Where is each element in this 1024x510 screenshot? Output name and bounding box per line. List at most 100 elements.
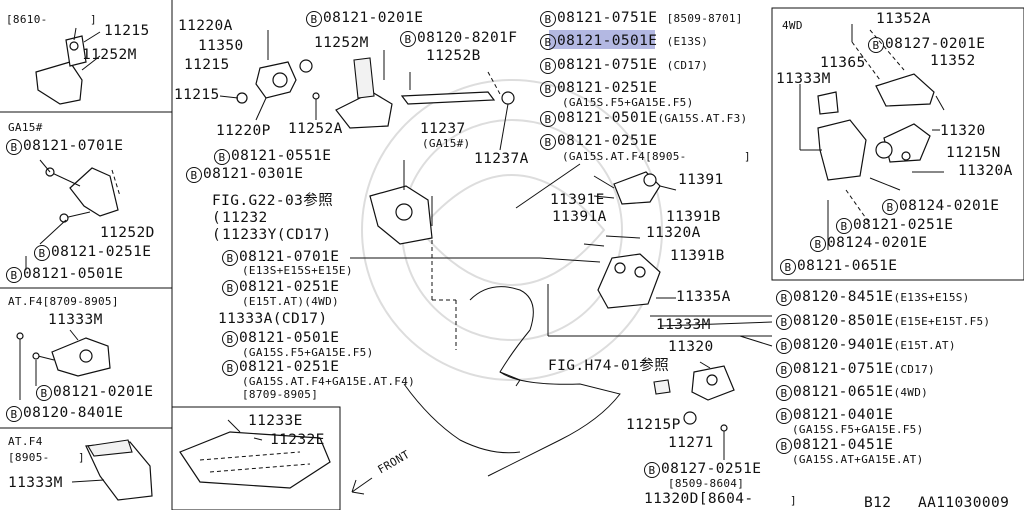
part-11252a[interactable]: 11252A bbox=[288, 121, 343, 137]
part-11320-main[interactable]: 11320 bbox=[668, 339, 714, 355]
bolt-b-icon: B bbox=[306, 11, 322, 27]
bolt-b-icon: B bbox=[882, 199, 898, 215]
part-11391b-b[interactable]: 11391B bbox=[670, 248, 725, 264]
part-11233y[interactable]: 11233Y(CD17) bbox=[222, 227, 332, 243]
bolt-08127-0251e-period: [8509-8604] bbox=[668, 477, 745, 490]
part-11335a[interactable]: 11335A bbox=[676, 289, 731, 305]
note-6-cond: (GA15S.AT+GA15E.AT) bbox=[792, 453, 924, 466]
part-11271[interactable]: 11271 bbox=[668, 435, 714, 451]
p4wd-title: 4WD bbox=[782, 19, 803, 32]
part-11252b[interactable]: 11252B bbox=[426, 48, 481, 64]
p4wd-part-11215n[interactable]: 11215N bbox=[946, 145, 1001, 161]
bolt-b-icon: B bbox=[222, 280, 238, 296]
bolt-b-icon: B bbox=[540, 111, 556, 127]
main-right-parts bbox=[350, 163, 772, 337]
part-11333a[interactable]: 11333A(CD17) bbox=[218, 311, 328, 327]
p5-part-11232e[interactable]: 11232E bbox=[270, 432, 325, 448]
front-arrow bbox=[351, 477, 373, 495]
part-11391b-a[interactable]: 11391B bbox=[666, 209, 721, 225]
p4wd-part-11320[interactable]: 11320 bbox=[940, 123, 986, 139]
bolt-b-icon: B bbox=[776, 362, 792, 378]
part-11220a[interactable]: 11220A bbox=[178, 18, 233, 34]
fig-ref-g22-03[interactable]: FIG.G22-03参照 bbox=[212, 193, 334, 209]
part-11215-b[interactable]: 11215 bbox=[174, 87, 220, 103]
part-11232[interactable]: 11232 bbox=[222, 210, 268, 226]
bolt-b-icon: B bbox=[810, 236, 826, 252]
p4wd-part-11352a[interactable]: 11352A bbox=[876, 11, 931, 27]
part-11333m-main[interactable]: 11333M bbox=[656, 317, 711, 333]
bolt-b-icon: B bbox=[644, 462, 660, 478]
p1-bracket-part bbox=[35, 27, 101, 105]
p1-part-11215[interactable]: 11215 bbox=[104, 23, 150, 39]
part-11237a[interactable]: 11237A bbox=[474, 151, 529, 167]
bolt-b-icon: B bbox=[780, 259, 796, 275]
transmission-outline bbox=[403, 286, 621, 477]
bolt-08121-0251e-b-period: [8709-8905] bbox=[242, 388, 319, 401]
p1-period-close: ] bbox=[90, 13, 97, 26]
p2-part-11252d[interactable]: 11252D bbox=[100, 225, 155, 241]
bolt-b-icon: B bbox=[776, 438, 792, 454]
watermark bbox=[361, 79, 663, 381]
p4wd-part-11365[interactable]: 11365 bbox=[820, 55, 866, 71]
part-11220p[interactable]: 11220P bbox=[216, 123, 271, 139]
p1-part-11252m[interactable]: 11252M bbox=[82, 47, 137, 63]
p4wd-part-11320a[interactable]: 11320A bbox=[958, 163, 1013, 179]
footer-code-a: B12 bbox=[864, 495, 892, 510]
part-11215-a[interactable]: 11215 bbox=[184, 57, 230, 73]
p2-bracket-part bbox=[25, 159, 121, 270]
p4-part-11333m[interactable]: 11333M bbox=[8, 475, 63, 491]
part-11237[interactable]: 11237 bbox=[420, 121, 466, 137]
part-11320a[interactable]: 11320A bbox=[646, 225, 701, 241]
part-11391[interactable]: 11391 bbox=[678, 172, 724, 188]
part-11391a[interactable]: 11391A bbox=[552, 209, 607, 225]
part-11252m[interactable]: 11252M bbox=[314, 35, 369, 51]
p3-part-11333m[interactable]: 11333M bbox=[48, 312, 103, 328]
bolt-b-icon: B bbox=[6, 267, 22, 283]
bolt-b-icon: B bbox=[222, 250, 238, 266]
bolt-b-icon: B bbox=[776, 338, 792, 354]
part-11391e[interactable]: 11391E bbox=[550, 192, 605, 208]
fig-ref-h74-01[interactable]: FIG.H74-01参照 bbox=[548, 358, 670, 374]
bolt-b-icon: B bbox=[6, 406, 22, 422]
part-11350[interactable]: 11350 bbox=[198, 38, 244, 54]
p4wd-part-11352[interactable]: 11352 bbox=[930, 53, 976, 69]
bolt-b-icon: B bbox=[776, 385, 792, 401]
p5-part-11233e[interactable]: 11233E bbox=[248, 413, 303, 429]
part-11320d[interactable]: 11320D[8604- bbox=[644, 491, 754, 507]
part-11215p[interactable]: 11215P bbox=[626, 417, 681, 433]
p4wd-part-11333m[interactable]: 11333M bbox=[776, 71, 831, 87]
